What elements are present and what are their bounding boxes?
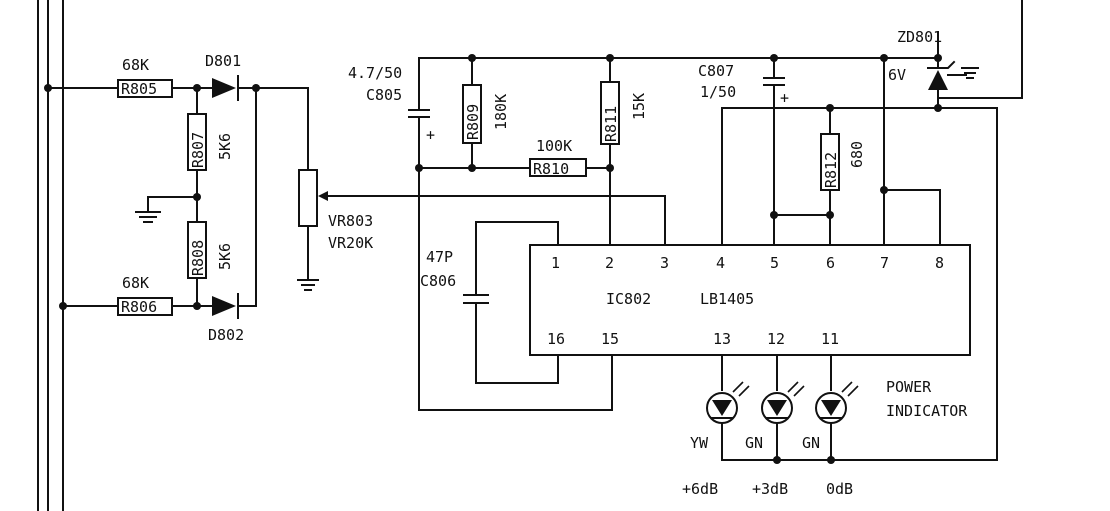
r809-ref: R809 bbox=[464, 104, 482, 140]
pin7-pin8-wires bbox=[880, 57, 941, 246]
capacitor-c807 bbox=[763, 57, 831, 246]
r807-ref: R807 bbox=[189, 132, 207, 168]
capacitor-c805 bbox=[408, 57, 430, 411]
zd801-ref: ZD801 bbox=[897, 28, 942, 46]
right-supply-wires bbox=[721, 0, 1023, 461]
c807-plus: + bbox=[780, 89, 789, 107]
c805-value: 4.7/50 bbox=[348, 64, 402, 82]
pin-label: 8 bbox=[935, 254, 944, 272]
led-gn-3db bbox=[761, 354, 805, 461]
ic802-ref: IC802 bbox=[606, 290, 651, 308]
r812-ref: R812 bbox=[822, 152, 840, 188]
pin-label: 7 bbox=[880, 254, 889, 272]
vr803-value: VR20K bbox=[328, 234, 373, 252]
power-indicator-line1: POWER bbox=[886, 378, 932, 396]
r807-value: 5K6 bbox=[216, 133, 234, 160]
d801-ref: D801 bbox=[205, 52, 241, 70]
r812-value: 680 bbox=[848, 141, 866, 168]
resistor-r809 bbox=[462, 57, 482, 172]
ic-top-pin-labels: 1 2 3 4 5 6 7 8 bbox=[551, 254, 944, 272]
led-gn1-label: GN bbox=[745, 434, 763, 452]
vr803-ref: VR803 bbox=[328, 212, 373, 230]
d802-ref: D802 bbox=[208, 326, 244, 344]
r810-value: 100K bbox=[536, 137, 572, 155]
capacitor-c806 bbox=[463, 221, 559, 384]
c807-value: 1/50 bbox=[700, 83, 736, 101]
pin4-wire bbox=[721, 107, 939, 246]
led-yw bbox=[706, 354, 750, 461]
resistor-r811 bbox=[600, 57, 620, 246]
r808-ref: R808 bbox=[189, 240, 207, 276]
c805-ref: C805 bbox=[366, 86, 402, 104]
diode-d802 bbox=[212, 293, 239, 319]
led-gn-0db bbox=[815, 354, 859, 461]
resistor-r810 bbox=[418, 158, 614, 177]
r809-value: 180K bbox=[492, 94, 510, 130]
power-indicator-line2: INDICATOR bbox=[886, 402, 968, 420]
r805-ref: R805 bbox=[121, 80, 157, 98]
r811-value: 15K bbox=[630, 93, 648, 120]
zener-zd801 bbox=[927, 31, 979, 109]
ic-bottom-pin-labels: 16 15 13 12 11 bbox=[547, 330, 839, 348]
r806-value: 68K bbox=[122, 274, 149, 292]
left-bus-lines bbox=[37, 0, 64, 511]
pin-label: 4 bbox=[716, 254, 725, 272]
resistor-r812 bbox=[820, 107, 840, 246]
r807-r808-divider bbox=[135, 87, 207, 310]
led-gn2-label: GN bbox=[802, 434, 820, 452]
pin-label: 12 bbox=[767, 330, 785, 348]
r806-ref: R806 bbox=[121, 298, 157, 316]
led-yw-label: YW bbox=[690, 434, 709, 452]
ic802-part: LB1405 bbox=[700, 290, 754, 308]
diode-d801 bbox=[212, 75, 239, 101]
potentiometer-vr803 bbox=[297, 87, 666, 291]
top-input-path bbox=[44, 75, 309, 101]
c807-ref: C807 bbox=[698, 62, 734, 80]
pin-label: 5 bbox=[770, 254, 779, 272]
zd801-value: 6V bbox=[888, 66, 906, 84]
level-6db-label: +6dB bbox=[682, 480, 718, 498]
pin-label: 13 bbox=[713, 330, 731, 348]
pin-label: 1 bbox=[551, 254, 560, 272]
level-3db-label: +3dB bbox=[752, 480, 788, 498]
c806-ref: C806 bbox=[420, 272, 456, 290]
pin-label: 6 bbox=[826, 254, 835, 272]
pin-label: 16 bbox=[547, 330, 565, 348]
pin-label: 11 bbox=[821, 330, 839, 348]
c805-plus: + bbox=[426, 126, 435, 144]
r811-ref: R811 bbox=[602, 106, 620, 142]
r810-ref: R810 bbox=[533, 160, 569, 178]
pin15-wire bbox=[418, 354, 613, 411]
top-rail bbox=[418, 54, 942, 62]
level-0db-label: 0dB bbox=[826, 480, 853, 498]
ic802-body bbox=[529, 244, 971, 356]
pin-label: 2 bbox=[605, 254, 614, 272]
pin-label: 15 bbox=[601, 330, 619, 348]
pin-label: 3 bbox=[660, 254, 669, 272]
r808-value: 5K6 bbox=[216, 243, 234, 270]
bottom-input-path bbox=[59, 87, 257, 319]
c806-value: 47P bbox=[426, 248, 453, 266]
r805-value: 68K bbox=[122, 56, 149, 74]
